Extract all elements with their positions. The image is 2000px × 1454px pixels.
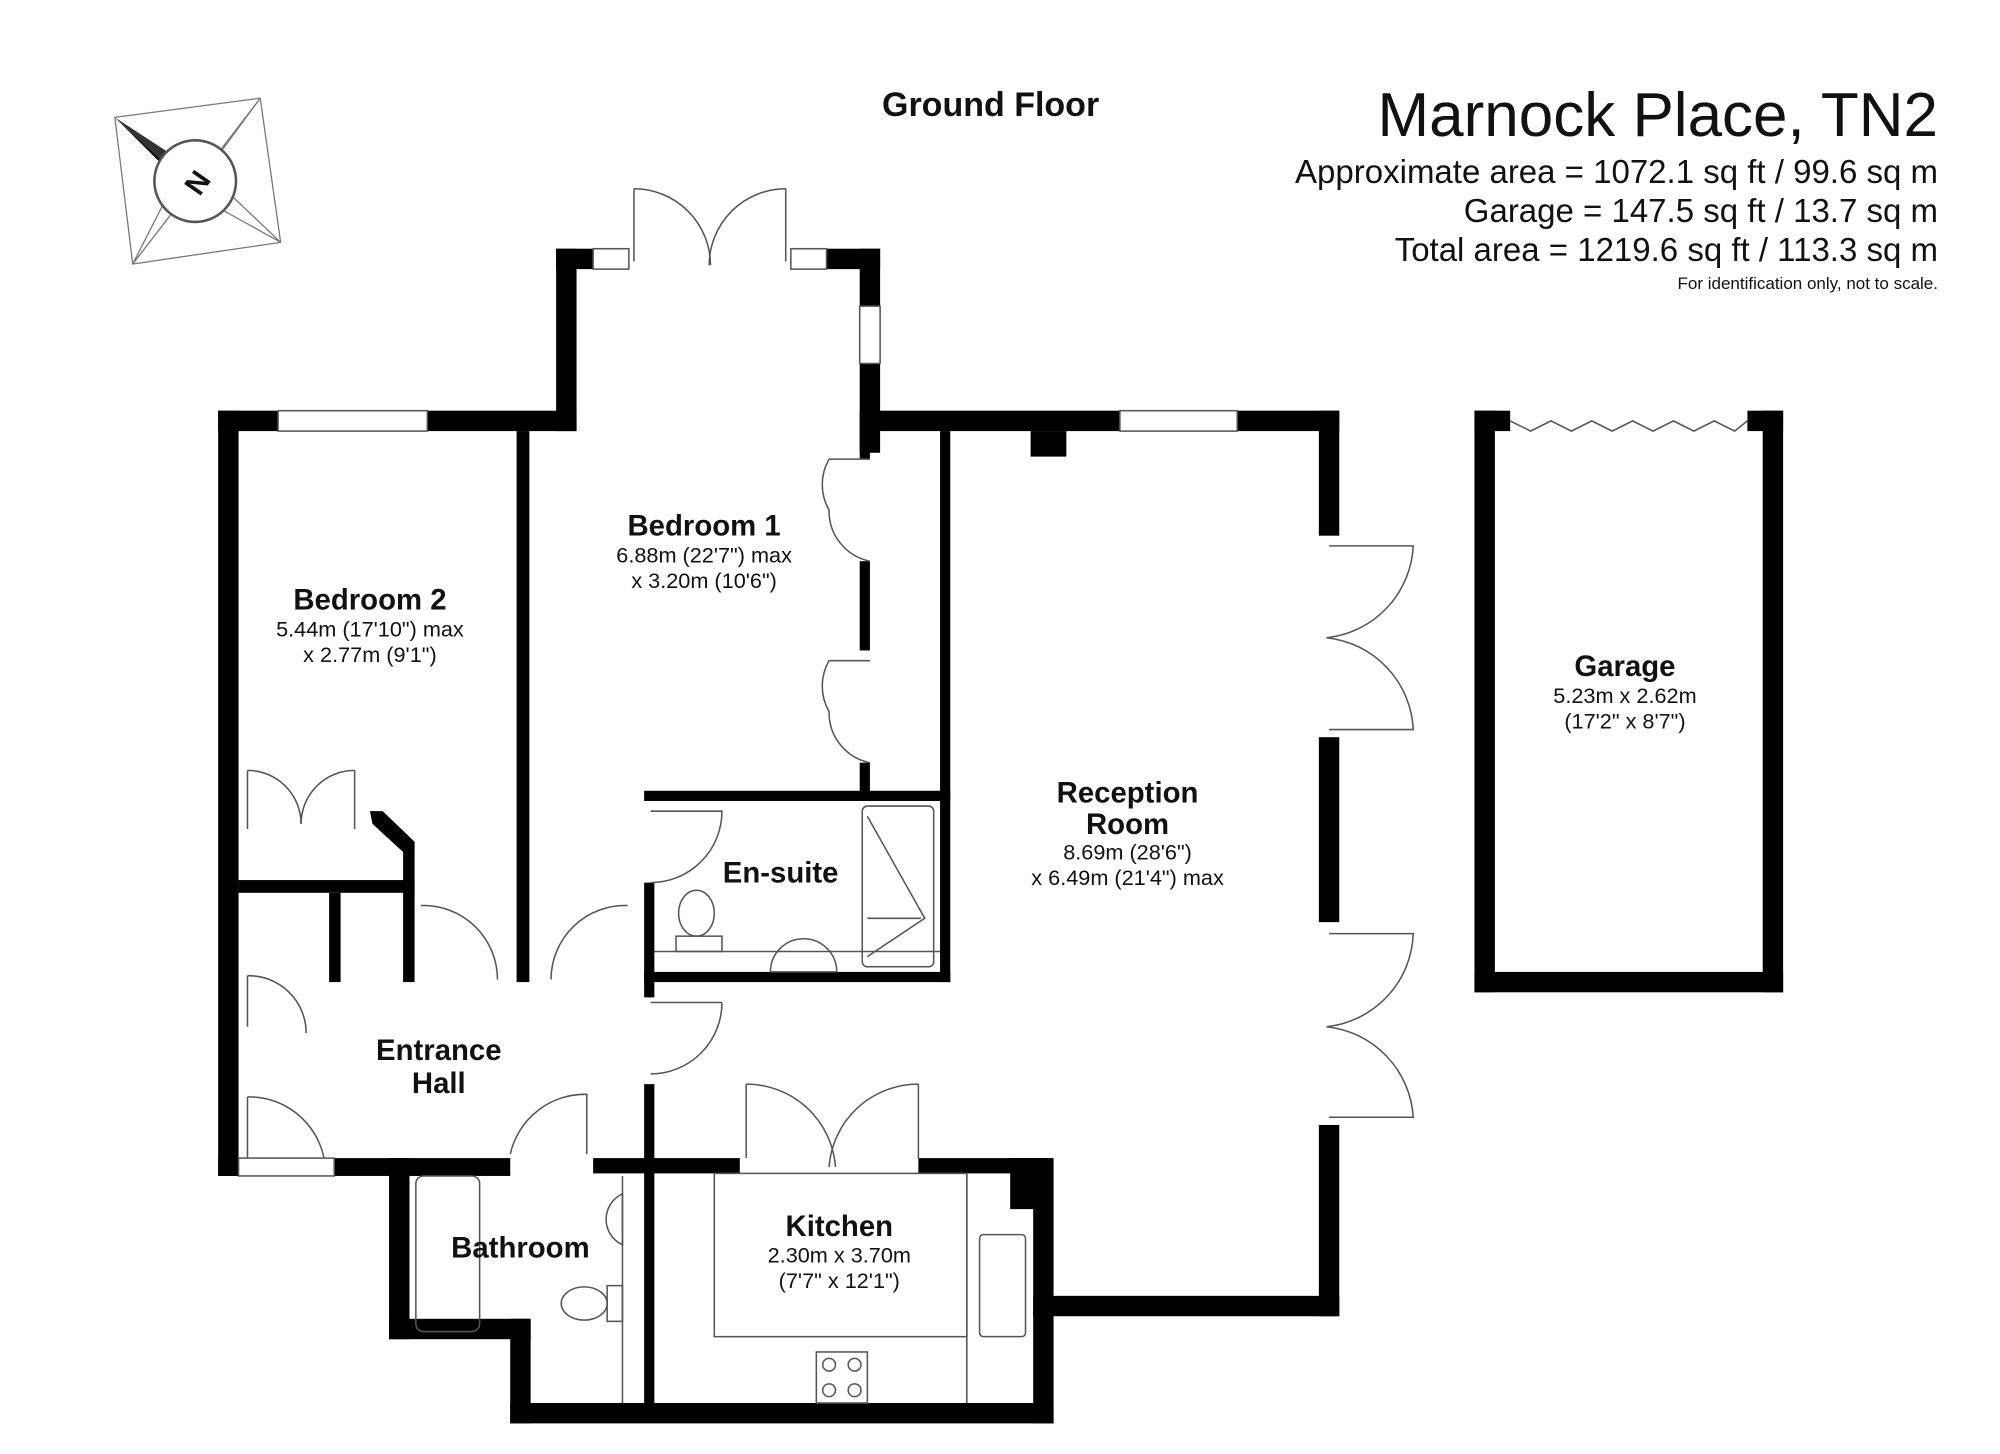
room-bedroom-1: Bedroom 1 6.88m (22'7") max x 3.20m (10'… [616, 510, 792, 593]
svg-text:6.88m (22'7") max: 6.88m (22'7") max [616, 542, 792, 567]
svg-text:5.23m x 2.62m: 5.23m x 2.62m [1553, 683, 1696, 708]
svg-text:2.30m x 3.70m: 2.30m x 3.70m [768, 1243, 911, 1268]
svg-text:8.69m (28'6"): 8.69m (28'6") [1063, 840, 1192, 865]
garage-area: Garage = 147.5 sq ft / 13.7 sq m [1463, 192, 1938, 229]
disclaimer: For identification only, not to scale. [1677, 274, 1939, 293]
svg-text:Bedroom 2: Bedroom 2 [293, 584, 446, 617]
approx-area: Approximate area = 1072.1 sq ft / 99.6 s… [1295, 153, 1938, 190]
svg-text:Bedroom 1: Bedroom 1 [628, 510, 781, 543]
room-bedroom-2: Bedroom 2 5.44m (17'10") max x 2.77m (9'… [276, 584, 464, 667]
svg-text:(7'7" x 12'1"): (7'7" x 12'1") [779, 1268, 900, 1293]
svg-text:Garage: Garage [1574, 650, 1675, 683]
room-entrance-hall: Entrance Hall [376, 1034, 502, 1100]
room-kitchen: Kitchen 2.30m x 3.70m (7'7" x 12'1") [768, 1210, 911, 1293]
room-garage: Garage 5.23m x 2.62m (17'2" x 8'7") [1553, 650, 1696, 733]
svg-text:Room: Room [1086, 808, 1169, 841]
svg-text:En-suite: En-suite [723, 857, 839, 890]
doors [246, 187, 1415, 1168]
room-bathroom: Bathroom [451, 1232, 590, 1265]
svg-text:Bathroom: Bathroom [451, 1232, 590, 1265]
svg-text:Kitchen: Kitchen [786, 1210, 894, 1243]
room-ensuite: En-suite [723, 857, 839, 890]
windows [237, 247, 1748, 1177]
floor-label: Ground Floor [882, 86, 1100, 124]
svg-text:5.44m (17'10") max: 5.44m (17'10") max [276, 616, 464, 641]
svg-text:Entrance: Entrance [376, 1034, 502, 1067]
svg-text:x 3.20m (10'6"): x 3.20m (10'6") [631, 568, 777, 593]
svg-text:x 6.49m (21'4") max: x 6.49m (21'4") max [1031, 865, 1224, 890]
compass-icon: N [114, 97, 282, 265]
property-name: Marnock Place, TN2 [1377, 81, 1938, 150]
svg-text:Hall: Hall [412, 1067, 466, 1100]
svg-text:x 2.77m (9'1"): x 2.77m (9'1") [303, 642, 436, 667]
svg-text:Reception: Reception [1057, 776, 1199, 809]
walls [218, 248, 1784, 1424]
svg-text:(17'2" x 8'7"): (17'2" x 8'7") [1564, 708, 1685, 733]
fixtures [415, 805, 1027, 1404]
total-area: Total area = 1219.6 sq ft / 113.3 sq m [1394, 231, 1938, 268]
room-reception: Reception Room 8.69m (28'6") x 6.49m (21… [1031, 776, 1224, 890]
